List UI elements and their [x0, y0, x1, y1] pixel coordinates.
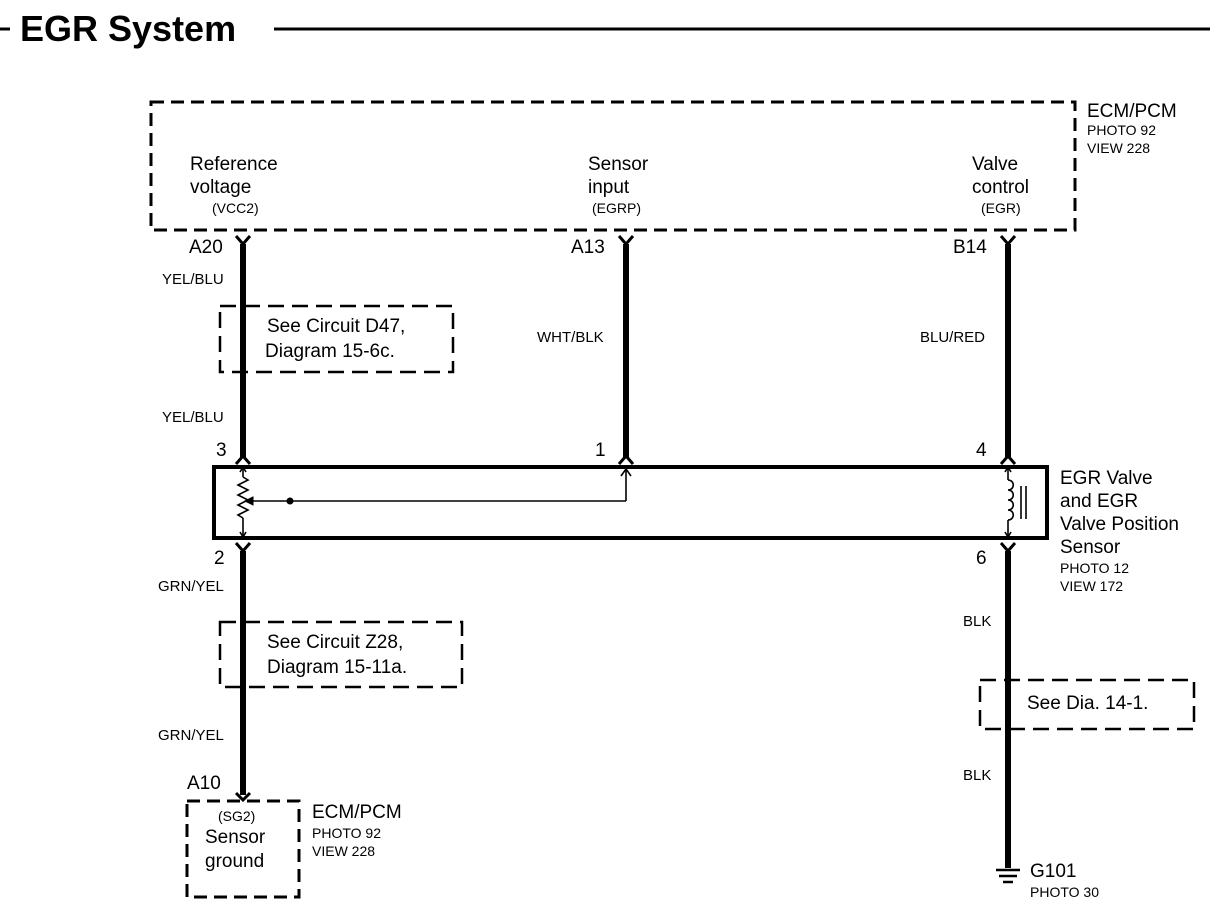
wire-label-blk-lower: BLK [963, 767, 991, 784]
connector-b14 [999, 235, 1017, 247]
wire-label-yel-blu-lower: YEL/BLU [162, 409, 224, 426]
egr-valve-label-line4: Sensor [1060, 537, 1121, 558]
connector-a13 [617, 235, 635, 247]
pin-4: 4 [976, 440, 987, 461]
potentiometer-icon [236, 465, 254, 539]
pin-a20: A20 [189, 237, 223, 258]
terminal-label-line2: input [588, 177, 630, 198]
wire-label-blu-red: BLU/RED [920, 329, 985, 346]
terminal-code: (VCC2) [212, 200, 259, 216]
connector-pin-6 [999, 542, 1017, 554]
wire-label-grn-yel-lower: GRN/YEL [158, 727, 224, 744]
terminal-label-line1: Sensor [588, 154, 649, 175]
pin-1: 1 [595, 440, 606, 461]
ecm-pcm-top-box [149, 100, 1077, 232]
ecm-top-photo: PHOTO 92 [1087, 122, 1156, 138]
connector-a10 [234, 791, 252, 803]
terminal-reference-voltage: Reference voltage (VCC2) [190, 154, 278, 216]
pin-b14: B14 [953, 237, 987, 258]
junction-dot [286, 497, 294, 505]
ecm-bottom-view: VIEW 228 [312, 843, 375, 859]
ref-box-z28 [218, 620, 464, 689]
ground-name: G101 [1030, 861, 1076, 882]
ref-z28-line2: Diagram 15-11a. [267, 657, 407, 678]
connector-pin-2 [234, 542, 252, 554]
connector-pin-4 [999, 453, 1017, 465]
ground-photo: PHOTO 30 [1030, 884, 1099, 900]
egr-valve-label-line1: EGR Valve [1060, 468, 1153, 489]
ecm-bottom-photo: PHOTO 92 [312, 825, 381, 841]
egr-valve-box [212, 465, 1049, 540]
wire-label-yel-blu-upper: YEL/BLU [162, 271, 224, 288]
ecm-top-view: VIEW 228 [1087, 140, 1150, 156]
ref-z28-line1: See Circuit Z28, [267, 632, 403, 653]
ref-d47-line2: Diagram 15-6c. [265, 341, 395, 362]
ref-dia14-line1: See Dia. 14-1. [1027, 693, 1148, 714]
wire-label-wht-blk: WHT/BLK [537, 329, 604, 346]
connector-pin-1 [617, 453, 635, 465]
ref-box-d47 [218, 304, 455, 374]
pin-6: 6 [976, 548, 987, 569]
terminal-label-line1: Reference [190, 154, 278, 175]
ecm-bottom-name: ECM/PCM [312, 802, 402, 823]
ecm-bottom-code: (SG2) [218, 808, 255, 824]
wire-label-blk-upper: BLK [963, 613, 991, 630]
terminal-valve-control: Valve control (EGR) [972, 154, 1029, 216]
ecm-bottom-line1: Sensor [205, 827, 266, 848]
ref-box-dia-14-1 [978, 678, 1196, 731]
terminal-sensor-input: Sensor input (EGRP) [588, 154, 649, 216]
wire-label-grn-yel-upper: GRN/YEL [158, 578, 224, 595]
connector-a20 [234, 235, 252, 247]
ecm-bottom-line2: ground [205, 851, 264, 872]
pin-3: 3 [216, 440, 227, 461]
terminal-label-line1: Valve [972, 154, 1018, 175]
connector-pin-3 [234, 453, 252, 465]
ecm-top-name: ECM/PCM [1087, 101, 1177, 122]
egr-valve-label-line3: Valve Position [1060, 514, 1179, 535]
ref-d47-line1: See Circuit D47, [267, 316, 405, 337]
egr-valve-label-line2: and EGR [1060, 491, 1138, 512]
egr-valve-photo: PHOTO 12 [1060, 560, 1129, 576]
ground-icon [996, 868, 1020, 884]
page-title: EGR System [20, 8, 236, 49]
pin-2: 2 [214, 548, 225, 569]
pin-a10: A10 [187, 773, 221, 794]
terminal-label-line2: control [972, 177, 1029, 198]
egr-valve-view: VIEW 172 [1060, 578, 1123, 594]
terminal-code: (EGR) [981, 200, 1021, 216]
terminal-label-line2: voltage [190, 177, 251, 198]
solenoid-coil-icon [1004, 465, 1027, 539]
sensor-arrow-icon [620, 467, 632, 477]
ecm-pcm-bottom-box [185, 799, 301, 899]
terminal-code: (EGRP) [592, 200, 641, 216]
pin-a13: A13 [571, 237, 605, 258]
